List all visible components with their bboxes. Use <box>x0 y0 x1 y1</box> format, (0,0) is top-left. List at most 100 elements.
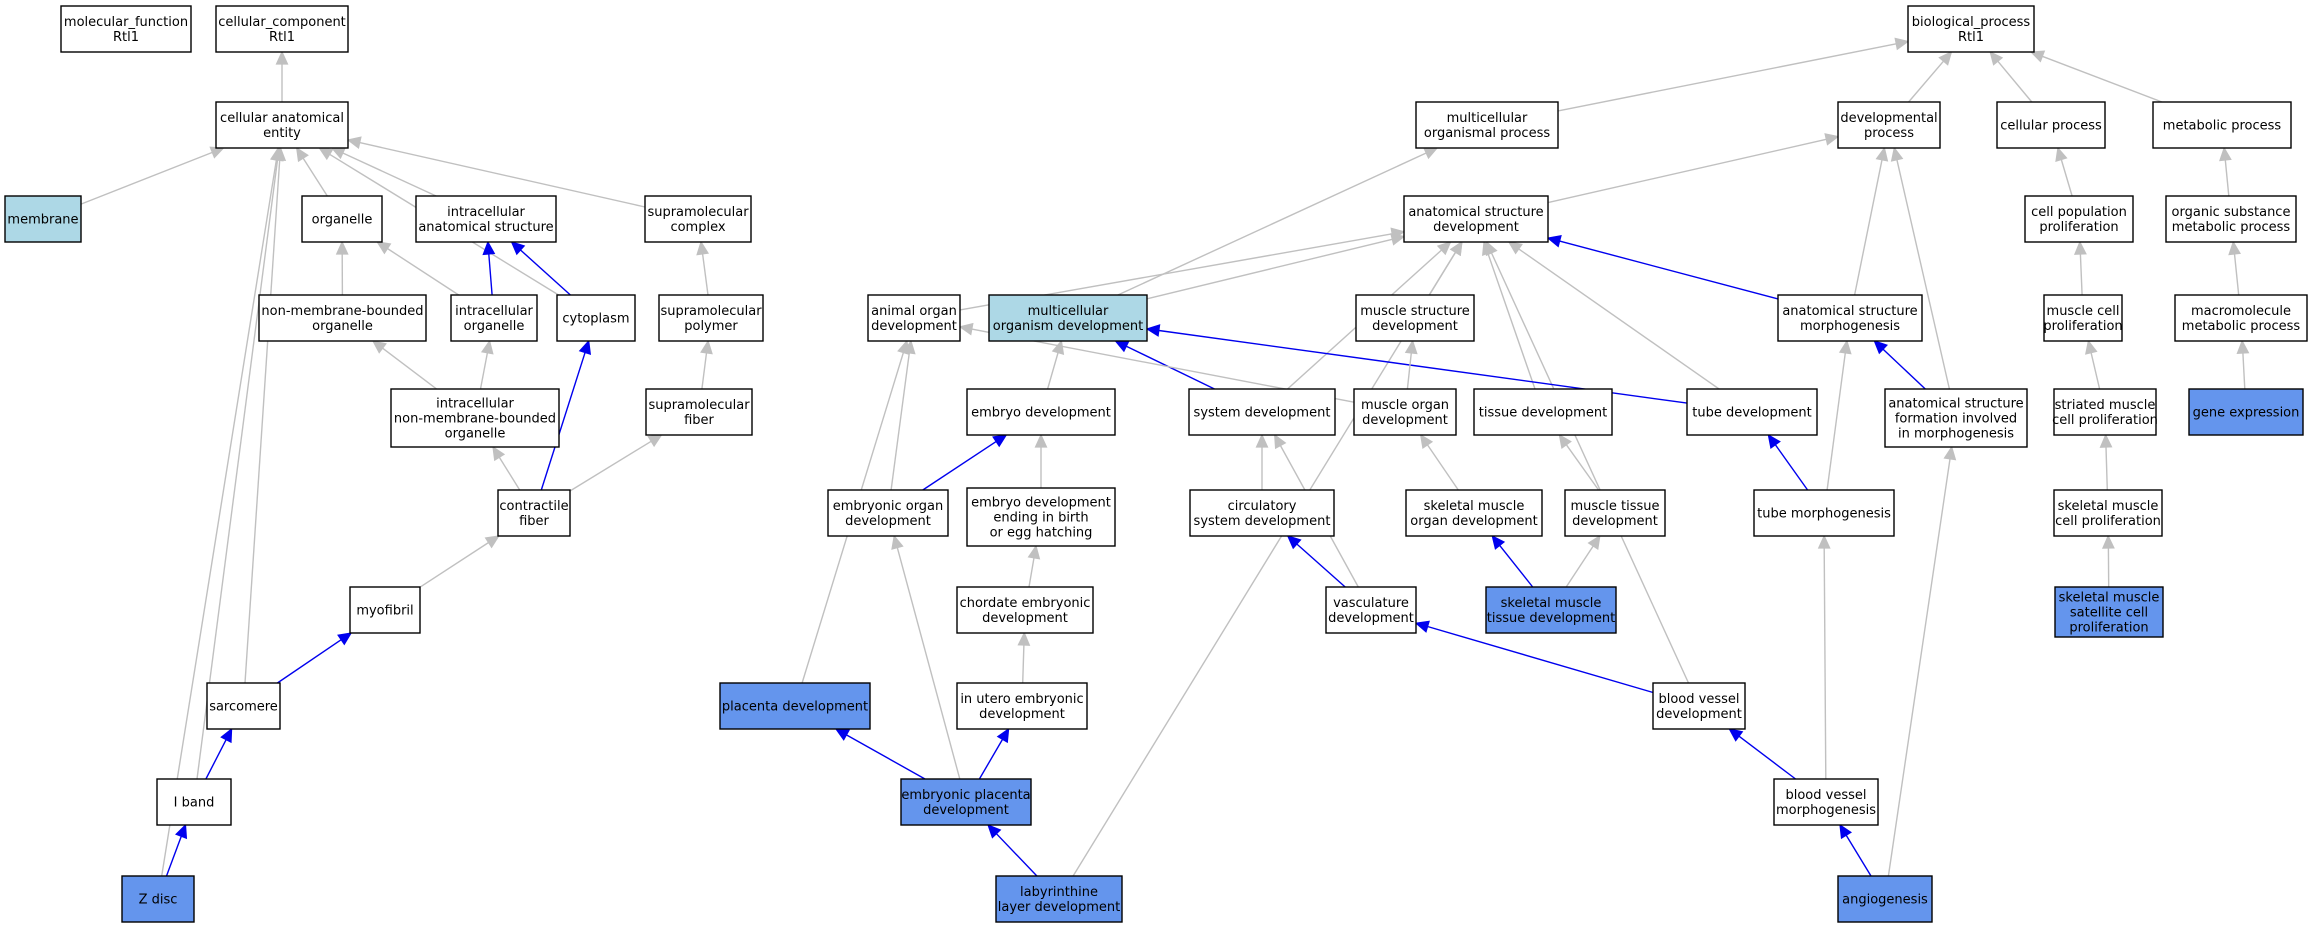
node-label-line: organelle <box>312 319 373 334</box>
node-box <box>900 778 1032 826</box>
edge-line <box>995 833 1038 877</box>
node-gexp[interactable]: gene expression <box>2188 388 2304 436</box>
node-iband[interactable]: I band <box>156 778 232 826</box>
edge-smc-to-cae <box>346 136 646 208</box>
edge-arrowhead <box>337 632 353 646</box>
node-inmbo[interactable]: intracellularnon-membrane-boundedorganel… <box>390 388 560 448</box>
node-tubm[interactable]: tube morphogenesis <box>1753 489 1895 537</box>
edge-lld-to-epd <box>987 823 1038 877</box>
edge-line <box>1565 545 1594 588</box>
edge-line <box>1845 834 1872 877</box>
node-box <box>995 875 1123 923</box>
node-label-line: anatomical structure <box>418 220 553 235</box>
edge-arrowhead <box>1587 534 1601 551</box>
edge-line <box>479 352 489 390</box>
edge-line <box>2042 55 2163 103</box>
edge-arrowhead <box>891 534 904 550</box>
node-zdisc[interactable]: Z disc <box>121 875 195 923</box>
edge-line <box>1997 60 2033 103</box>
edge-line <box>1427 625 1654 694</box>
node-sarcomere[interactable]: sarcomere <box>206 682 281 730</box>
node-membrane[interactable]: membrane <box>4 195 82 243</box>
node-embd[interactable]: embryo development <box>966 388 1116 436</box>
edge-arrowhead <box>1875 146 1889 162</box>
edge-arrowhead <box>1839 823 1853 840</box>
node-label-line: skeletal muscle <box>1424 499 1525 514</box>
node-tubd[interactable]: tube development <box>1686 388 1818 436</box>
node-label-line: supramolecular <box>660 304 762 319</box>
edge-line <box>205 739 227 780</box>
node-box <box>1473 388 1613 436</box>
edge-muod-to-msd <box>1404 339 1418 390</box>
node-label-line: tube morphogenesis <box>1757 507 1891 522</box>
node-angio[interactable]: angiogenesis <box>1837 875 1933 923</box>
edge-arrowhead <box>275 50 289 65</box>
edge-csd-to-sysd <box>1255 433 1269 490</box>
node-label-line: organ development <box>1410 514 1537 529</box>
node-tisd[interactable]: tissue development <box>1473 388 1613 436</box>
node-label-line: organelle <box>312 213 373 228</box>
edge-arrowhead <box>1989 50 2004 66</box>
edge-arrowhead <box>1390 227 1406 241</box>
node-label-line: development <box>1656 707 1742 722</box>
edge-arrowhead <box>295 146 309 163</box>
node-label-line: tissue development <box>1479 406 1607 421</box>
edge-tisd-to-asd <box>1482 240 1536 390</box>
edge-myofibril-to-cf <box>419 535 500 588</box>
node-label-line: anatomical structure <box>1782 304 1917 319</box>
edge-eod-to-aod <box>890 339 916 491</box>
node-label-line: metabolic process <box>2172 220 2291 235</box>
node-label-line: supramolecular <box>647 205 749 220</box>
node-cellp[interactable]: cellular process <box>1996 101 2106 149</box>
node-metp[interactable]: metabolic process <box>2152 101 2292 149</box>
edge-line <box>302 157 328 197</box>
node-plad[interactable]: placenta development <box>719 682 871 730</box>
node-label-line: development <box>1362 413 1448 428</box>
node-organelle[interactable]: organelle <box>301 195 383 243</box>
node-myofibril[interactable]: myofibril <box>349 586 421 634</box>
node-cytoplasm[interactable]: cytoplasm <box>556 294 636 342</box>
node-sysd[interactable]: system development <box>1188 388 1336 436</box>
edge-arrowhead <box>269 146 283 162</box>
